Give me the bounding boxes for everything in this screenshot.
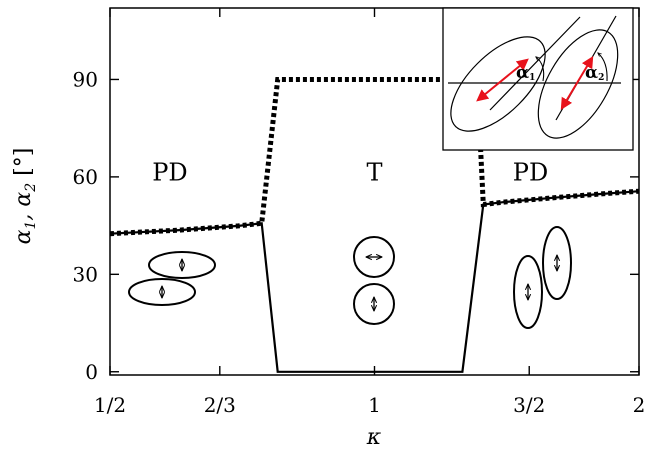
pd-right-schematic [513, 226, 572, 329]
region-label: T [366, 158, 382, 186]
y-tick-label: 60 [73, 165, 98, 189]
region-label: PD [513, 158, 548, 186]
inset-diagram: α1 α2 [442, 7, 634, 151]
y-axis-label: α1, α2 [°] [11, 148, 39, 245]
x-tick-label: 2 [633, 393, 646, 417]
inset-label-alpha2: α2 [585, 63, 604, 83]
y-axis-ticks: 0 30 60 90 [73, 67, 639, 384]
region-label: PD [152, 158, 187, 186]
region-labels: PD T PD [152, 158, 548, 186]
x-tick-label: 3/2 [513, 393, 545, 417]
red-arrow-icon [560, 55, 594, 111]
pd-left-schematic [128, 251, 216, 306]
t-schematic [353, 236, 395, 325]
inset-ellipse-2 [537, 29, 619, 139]
angle-arc-2 [598, 53, 608, 82]
x-tick-label: 1 [368, 393, 381, 417]
x-axis-label: κ [366, 425, 382, 450]
angle-arc-1 [536, 57, 545, 82]
inset-label-alpha1: α1 [516, 63, 535, 83]
red-arrow-icon [476, 58, 529, 102]
series-solid-line [109, 190, 640, 373]
x-axis-ticks: 1/2 2/3 1 3/2 2 [94, 8, 645, 417]
y-tick-label: 0 [85, 360, 98, 384]
y-tick-label: 90 [73, 67, 98, 91]
x-tick-label: 2/3 [204, 393, 236, 417]
y-tick-label: 30 [73, 262, 98, 286]
series-layer [109, 77, 640, 373]
x-tick-label: 1/2 [94, 393, 126, 417]
